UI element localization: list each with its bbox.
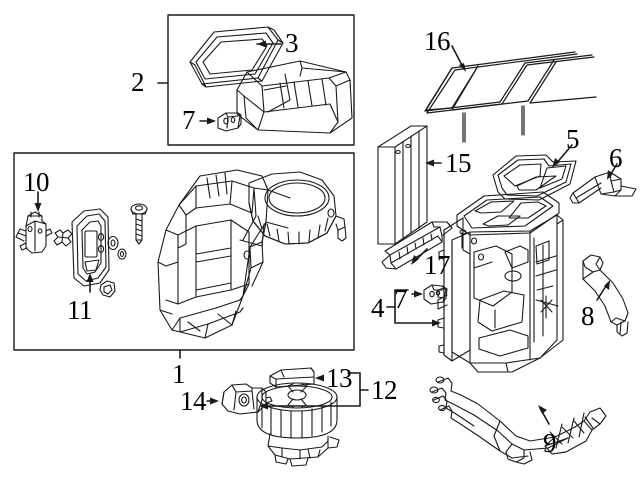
cross-retainer-clip (53, 229, 73, 247)
callout-label-11: 11 (67, 295, 93, 325)
part-1-blower-case-assembly (157, 169, 347, 339)
part-8-drain-hose (582, 254, 629, 337)
group-box-2 (167, 14, 355, 146)
part-6-temperature-sensor (569, 171, 637, 204)
part-16-wire-rod-frame (424, 51, 597, 143)
callout-label-2: 2 (131, 67, 145, 97)
callout-label-5: 5 (566, 124, 580, 154)
callout-label-7-lower: 7 (394, 284, 408, 314)
part-10-expansion-valve (15, 211, 53, 254)
callout-label-13: 13 (326, 363, 353, 393)
mounting-bolt (130, 203, 148, 245)
bracket-12-frame (261, 372, 361, 407)
callout-label-3: 3 (285, 28, 299, 58)
callout-label-10: 10 (23, 167, 50, 197)
washer-parts (99, 235, 127, 298)
callout-label-12: 12 (371, 375, 398, 405)
callout-label-16: 16 (424, 26, 451, 56)
part-4-heater-case-assembly (437, 191, 564, 373)
callout-label-15: 15 (445, 148, 472, 178)
part-11-dash-seal-grommet (71, 208, 110, 287)
part-2-blower-housing-assembly (236, 60, 353, 134)
part-12-blower-motor-assembly (256, 382, 340, 467)
part-3-air-intake-seal-cover (189, 26, 284, 88)
bracket-4 (394, 289, 438, 324)
callout-label-1: 1 (172, 359, 186, 389)
part-7-retaining-clip-top (217, 112, 242, 132)
callout-label-7-top: 7 (182, 105, 196, 135)
callout-label-9: 9 (543, 428, 557, 458)
part-13-blower-resistor-cover (269, 367, 315, 388)
part-14-blower-motor-resistor (221, 383, 273, 415)
leader-lines (34, 40, 618, 425)
part-9-heater-hose-pipes (429, 376, 607, 465)
part-15-cabin-air-filter (377, 125, 428, 245)
callout-label-17: 17 (424, 250, 451, 280)
part-5-upper-duct-gasket (492, 154, 577, 201)
part-7-retaining-clip-lower (423, 284, 448, 305)
part-17-slide-rail-strip (381, 221, 453, 270)
callout-label-4: 4 (371, 293, 385, 323)
callout-label-14: 14 (180, 386, 207, 416)
callout-label-8: 8 (581, 301, 595, 331)
group-box-1 (13, 152, 355, 351)
callout-label-6: 6 (609, 143, 623, 173)
